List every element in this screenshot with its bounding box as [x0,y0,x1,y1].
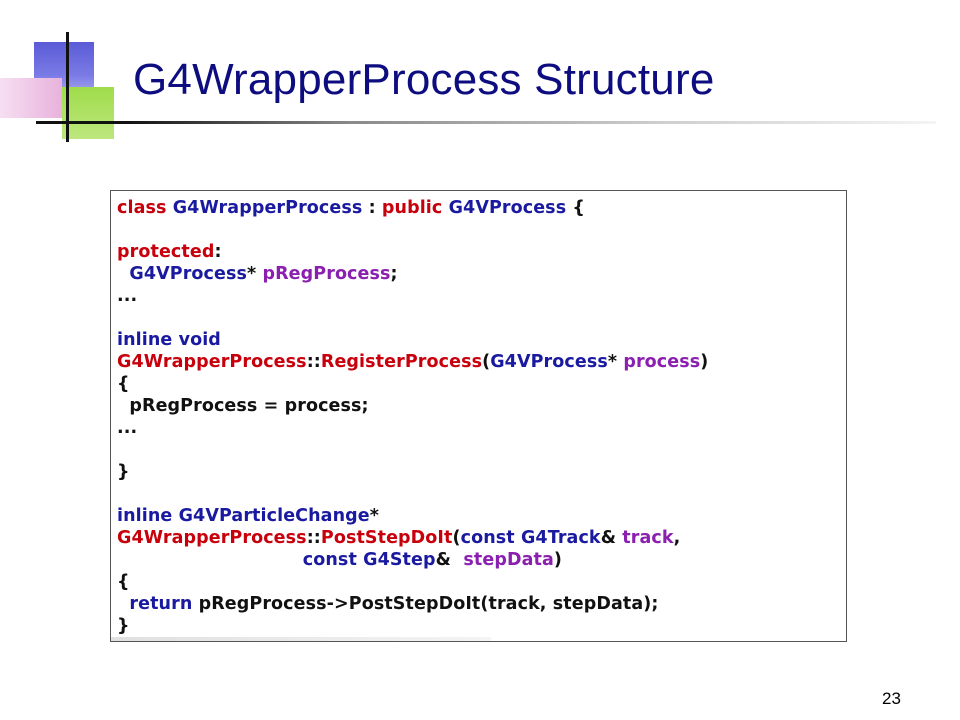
code-line: protected: [117,240,222,264]
code-token: * [607,352,624,372]
code-token: * [247,264,263,284]
code-token: & [600,528,623,548]
code-token: } [117,462,130,482]
code-token: : [362,198,382,218]
code-listing: class G4WrapperProcess : public G4VProce… [110,190,847,642]
code-token: ) [700,352,709,372]
code-token: RegisterProcess [320,352,483,372]
code-token: G4VParticleChange [178,506,370,526]
code-token: inline void [117,330,221,350]
code-line: G4VProcess* pRegProcess; [117,262,398,286]
code-token: track [622,528,674,548]
code-token: class [117,198,173,218]
code-token: :: [306,352,321,372]
code-token: return [117,594,199,614]
code-token: :: [306,528,321,548]
code-token: : [214,242,222,262]
code-line: G4WrapperProcess::PostStepDoIt(const G4T… [117,526,680,550]
code-token: process [623,352,701,372]
code-token: G4Track [520,528,601,548]
code-token: { [117,374,130,394]
code-token: G4VProcess [448,198,567,218]
code-line: return pRegProcess->PostStepDoIt(track, … [117,592,658,616]
code-token: pRegProcess = process; [117,396,369,416]
code-token: G4VProcess [490,352,608,372]
code-line: ... [117,416,137,440]
code-box-shadow [111,637,491,641]
code-token: ; [390,264,398,284]
code-token: & [435,550,464,570]
code-token: ( [452,528,461,548]
code-line: ... [117,284,137,308]
code-token: G4WrapperProcess [172,198,363,218]
code-token: * [369,506,379,526]
code-token: ( [482,352,491,372]
code-line: const G4Step& stepData) [117,548,562,572]
code-token: } [117,616,130,636]
code-token: ) [553,550,562,570]
code-token: ... [117,286,138,306]
title-underline [36,121,936,124]
code-line: } [117,614,130,638]
code-token: protected [117,242,215,262]
code-token: , [673,528,681,548]
code-token: inline [117,506,179,526]
code-line: G4WrapperProcess::RegisterProcess(G4VPro… [117,350,708,374]
slide-title: G4WrapperProcess Structure [133,55,715,104]
code-token: G4VProcess [117,264,248,284]
code-token: { [566,198,585,218]
code-token: pRegProcess [262,264,391,284]
code-line: pRegProcess = process; [117,394,369,418]
code-line: { [117,570,130,594]
code-token: PostStepDoIt [320,528,453,548]
code-token: public [381,198,449,218]
code-token: ... [117,418,138,438]
page-number: 23 [882,689,901,708]
code-token: pRegProcess->PostStepDoIt(track, stepDat… [198,594,659,614]
decorative-vertical-line [66,32,69,142]
decorative-pink-square [0,78,62,118]
code-token: const [460,528,521,548]
decorative-green-square [62,87,114,139]
code-token: G4WrapperProcess [117,352,307,372]
code-line: class G4WrapperProcess : public G4VProce… [117,196,585,220]
code-line: { [117,372,130,396]
code-line: inline G4VParticleChange* [117,504,379,528]
code-token: G4WrapperProcess [117,528,307,548]
code-line: } [117,460,130,484]
code-token: G4Step [363,550,436,570]
code-line: inline void [117,328,221,352]
code-token: stepData [463,550,554,570]
code-token: const [117,550,364,570]
code-token: { [117,572,130,592]
